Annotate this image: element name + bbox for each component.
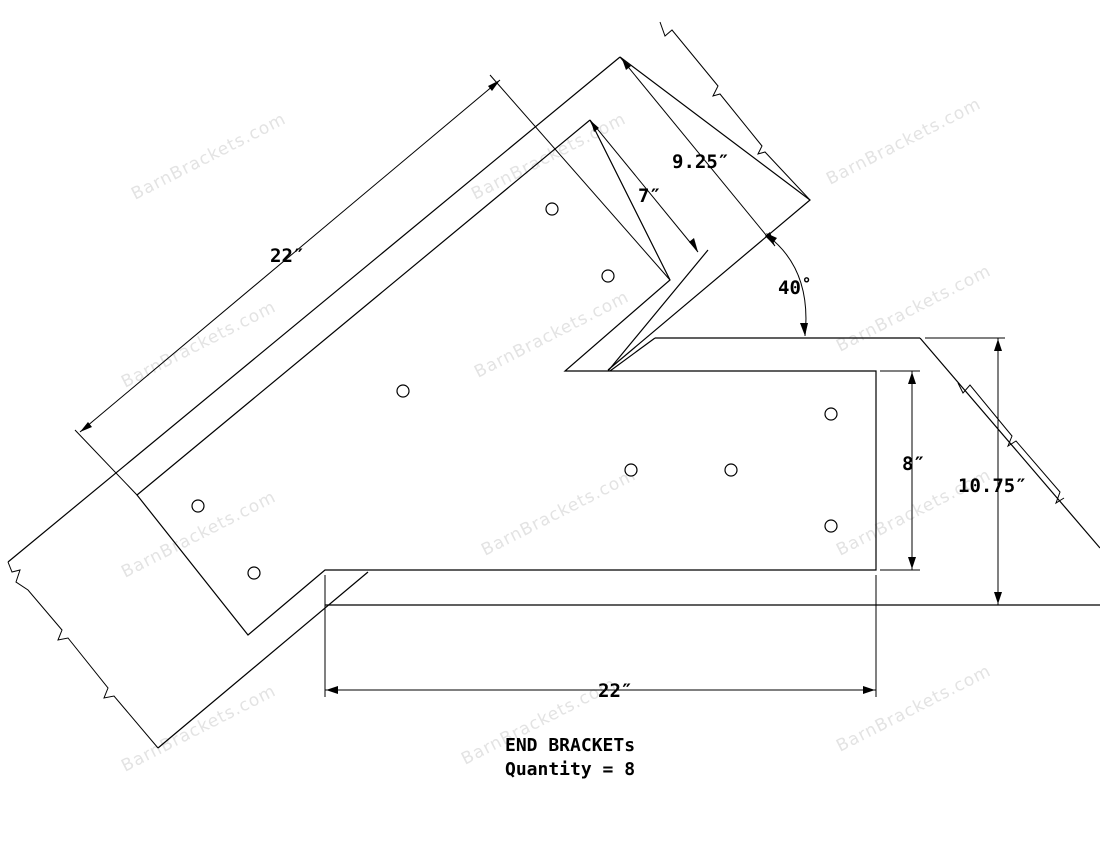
watermark: BarnBrackets.com xyxy=(833,661,994,756)
bolt-holes xyxy=(191,202,838,580)
watermark: BarnBrackets.com xyxy=(128,109,289,204)
bottom-length-dimension: 22″ xyxy=(324,575,877,702)
watermark: BarnBrackets.com xyxy=(118,297,279,392)
watermark: BarnBrackets.com xyxy=(823,94,984,189)
arm-length-dimension: 22″ xyxy=(74,74,671,496)
angle-label: 40˚ xyxy=(778,276,812,299)
total-height-label: 10.75″ xyxy=(958,475,1027,497)
angle-dimension: 40˚ xyxy=(766,233,812,337)
bottom-length-label: 22″ xyxy=(598,680,632,702)
bolt-hole xyxy=(624,463,638,477)
outer-width-dimension: 9.25″ xyxy=(619,21,811,247)
inner-bracket-plate xyxy=(136,119,877,636)
bolt-hole xyxy=(824,519,838,533)
bolt-hole xyxy=(724,463,738,477)
bolt-hole xyxy=(191,499,205,513)
bolt-hole xyxy=(247,566,261,580)
bracket-title: END BRACKETs xyxy=(505,735,635,756)
break-lines xyxy=(7,561,159,749)
arm-length-label: 22″ xyxy=(270,245,304,267)
inner-width-label: 7″ xyxy=(638,185,661,207)
bolt-hole xyxy=(824,407,838,421)
watermark: BarnBrackets.com xyxy=(478,465,639,560)
drawing-notes: END BRACKETs Quantity = 8 xyxy=(505,735,635,780)
watermark: BarnBrackets.com xyxy=(471,287,632,382)
outer-bracket-outline xyxy=(7,56,1100,749)
inner-width-dimension: 7″ xyxy=(589,119,699,253)
bracket-width-dimension: 8″ xyxy=(880,370,925,571)
watermark: BarnBrackets.com xyxy=(833,261,994,356)
bracket-quantity: Quantity = 8 xyxy=(505,759,635,780)
outer-width-label: 9.25″ xyxy=(672,151,729,173)
bolt-hole xyxy=(545,202,559,216)
watermark: BarnBrackets.com xyxy=(468,109,629,204)
watermark: BarnBrackets.com xyxy=(118,681,279,776)
bracket-width-label: 8″ xyxy=(902,453,925,475)
bolt-hole xyxy=(396,384,410,398)
total-height-dimension: 10.75″ xyxy=(925,337,1065,605)
watermark-layer: BarnBrackets.com BarnBrackets.com BarnBr… xyxy=(118,94,994,776)
bolt-hole xyxy=(601,269,615,283)
